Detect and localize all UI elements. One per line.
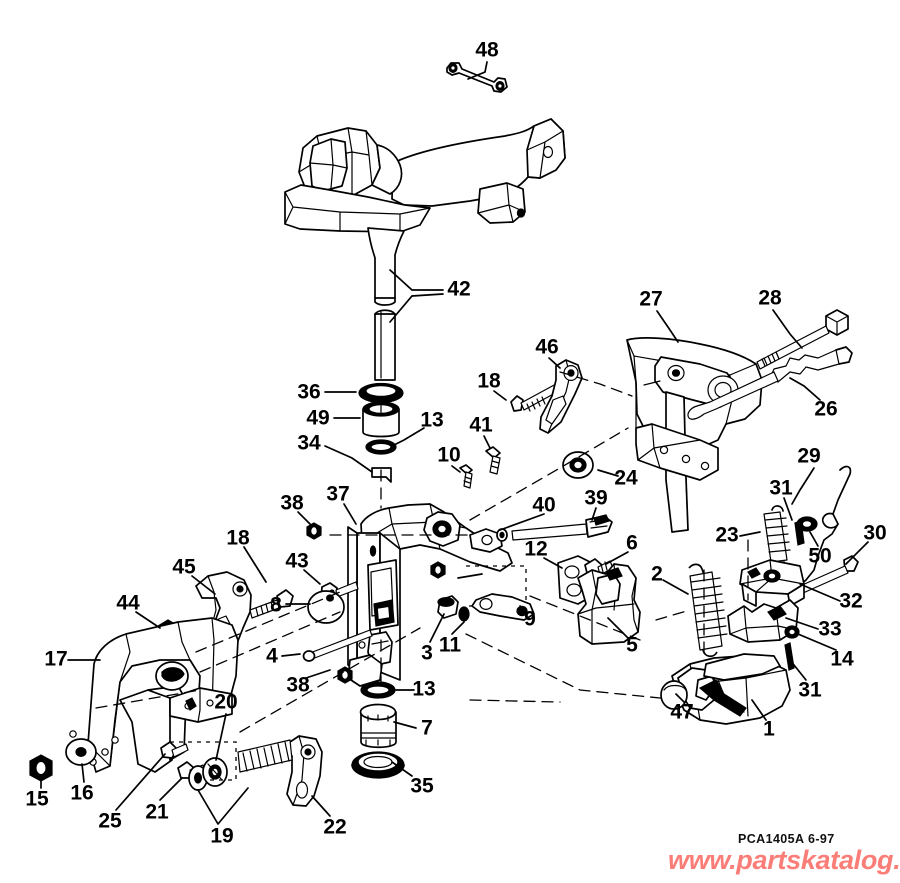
callout-38-lower: 38: [286, 673, 310, 697]
part-24-bushing: [562, 451, 594, 479]
callout-45: 45: [172, 555, 196, 579]
part-stack-lower-bushings: [351, 681, 405, 779]
callout-35: 35: [410, 774, 434, 798]
callout-14: 14: [830, 647, 854, 671]
part-17-stern-bracket-left: [69, 617, 239, 773]
part-41-screw: [485, 446, 501, 475]
part-48-link-rod: [446, 62, 508, 93]
part-39-link-rod: [511, 514, 613, 541]
callout-33: 33: [818, 617, 842, 641]
callout-31-upper: 31: [769, 476, 793, 500]
leader-lines: [40, 61, 869, 825]
part-3-bushing: [437, 595, 459, 619]
callout-21: 21: [145, 800, 169, 824]
callout-17: 17: [44, 647, 68, 671]
part-32-latch-plate: [739, 559, 805, 607]
callout-4: 4: [266, 644, 278, 668]
callout-39: 39: [584, 486, 608, 510]
callout-27: 27: [639, 287, 663, 311]
part-28-through-bolt: [756, 309, 849, 370]
callout-34: 34: [297, 431, 321, 455]
part-16-washer: [65, 738, 97, 766]
callout-46: 46: [535, 335, 559, 359]
callout-16: 16: [70, 781, 94, 805]
part-40-spacer: [496, 528, 508, 542]
callout-7: 7: [421, 716, 433, 740]
callout-37: 37: [326, 482, 350, 506]
callout-41: 41: [469, 413, 493, 437]
callout-47: 47: [670, 700, 694, 724]
part-5-bracket: [577, 563, 641, 645]
callout-13-upper: 13: [420, 408, 444, 432]
callout-32: 32: [839, 589, 863, 613]
part-18-screw-lower: [249, 589, 294, 619]
part-stack-upper-bushings: [358, 382, 404, 483]
callout-23: 23: [715, 523, 739, 547]
callout-18-upper: 18: [477, 369, 501, 393]
part-11-pin: [458, 606, 470, 622]
drawing-date: 6-97: [808, 832, 835, 846]
drawing-code: PCA1405A: [738, 832, 805, 846]
part-42-swivel-bracket: [284, 118, 566, 381]
callout-15: 15: [25, 787, 49, 811]
callout-40: 40: [532, 493, 556, 517]
callout-20: 20: [214, 690, 238, 714]
part-27-stern-bracket-right: [626, 337, 763, 533]
part-50-washer: [796, 516, 818, 532]
part-1-clamp-bracket: [671, 653, 791, 725]
callout-43: 43: [285, 549, 309, 573]
callout-44: 44: [116, 591, 140, 615]
callout-9: 9: [524, 607, 536, 631]
callout-31-lower: 31: [798, 678, 822, 702]
callout-2: 2: [651, 562, 663, 586]
callout-26: 26: [814, 397, 838, 421]
part-33-latch-plate: [727, 599, 799, 643]
callout-6: 6: [626, 531, 638, 555]
watermark: www.partskatalog.ru: [668, 845, 900, 875]
callout-10: 10: [437, 443, 461, 467]
callout-42: 42: [447, 277, 471, 301]
part-23-spring: [763, 505, 791, 568]
callout-36: 36: [297, 380, 321, 404]
part-18-screw-upper: [510, 383, 560, 412]
part-47-cap: [660, 680, 688, 710]
part-37-swivel-housing: [347, 503, 513, 687]
callout-8: 8: [270, 593, 282, 617]
callout-11: 11: [438, 633, 462, 657]
callout-5: 5: [626, 633, 638, 657]
callout-30: 30: [863, 521, 887, 545]
part-22-tilt-lever: [237, 735, 323, 807]
callout-50: 50: [808, 544, 832, 568]
callout-18-lower: 18: [226, 526, 250, 550]
part-19-washers: [188, 757, 228, 791]
callout-22: 22: [323, 815, 347, 839]
callout-25: 25: [98, 809, 122, 833]
part-15-nut: [29, 754, 53, 782]
callout-13-lower: 13: [412, 677, 436, 701]
callout-1: 1: [763, 717, 775, 741]
part-26-tilt-pin: [687, 346, 853, 420]
part-2-spring: [688, 563, 728, 658]
part-8-pivot-pin: [307, 589, 345, 624]
callout-3: 3: [421, 641, 433, 665]
part-20-dashed-box: [170, 741, 237, 781]
callout-48: 48: [475, 38, 499, 62]
part-14-clip: [784, 625, 800, 639]
callout-38-upper-left: 38: [280, 491, 304, 515]
callout-28: 28: [758, 286, 782, 310]
part-10-screw: [459, 464, 473, 489]
callout-24: 24: [614, 466, 638, 490]
part-4-rod: [302, 629, 373, 662]
callout-29: 29: [797, 444, 821, 468]
assembly-axis-lines: [95, 371, 749, 733]
callout-49: 49: [306, 406, 330, 430]
callout-19: 19: [210, 824, 234, 848]
callout-12: 12: [524, 537, 548, 561]
part-9-link: [471, 593, 535, 621]
